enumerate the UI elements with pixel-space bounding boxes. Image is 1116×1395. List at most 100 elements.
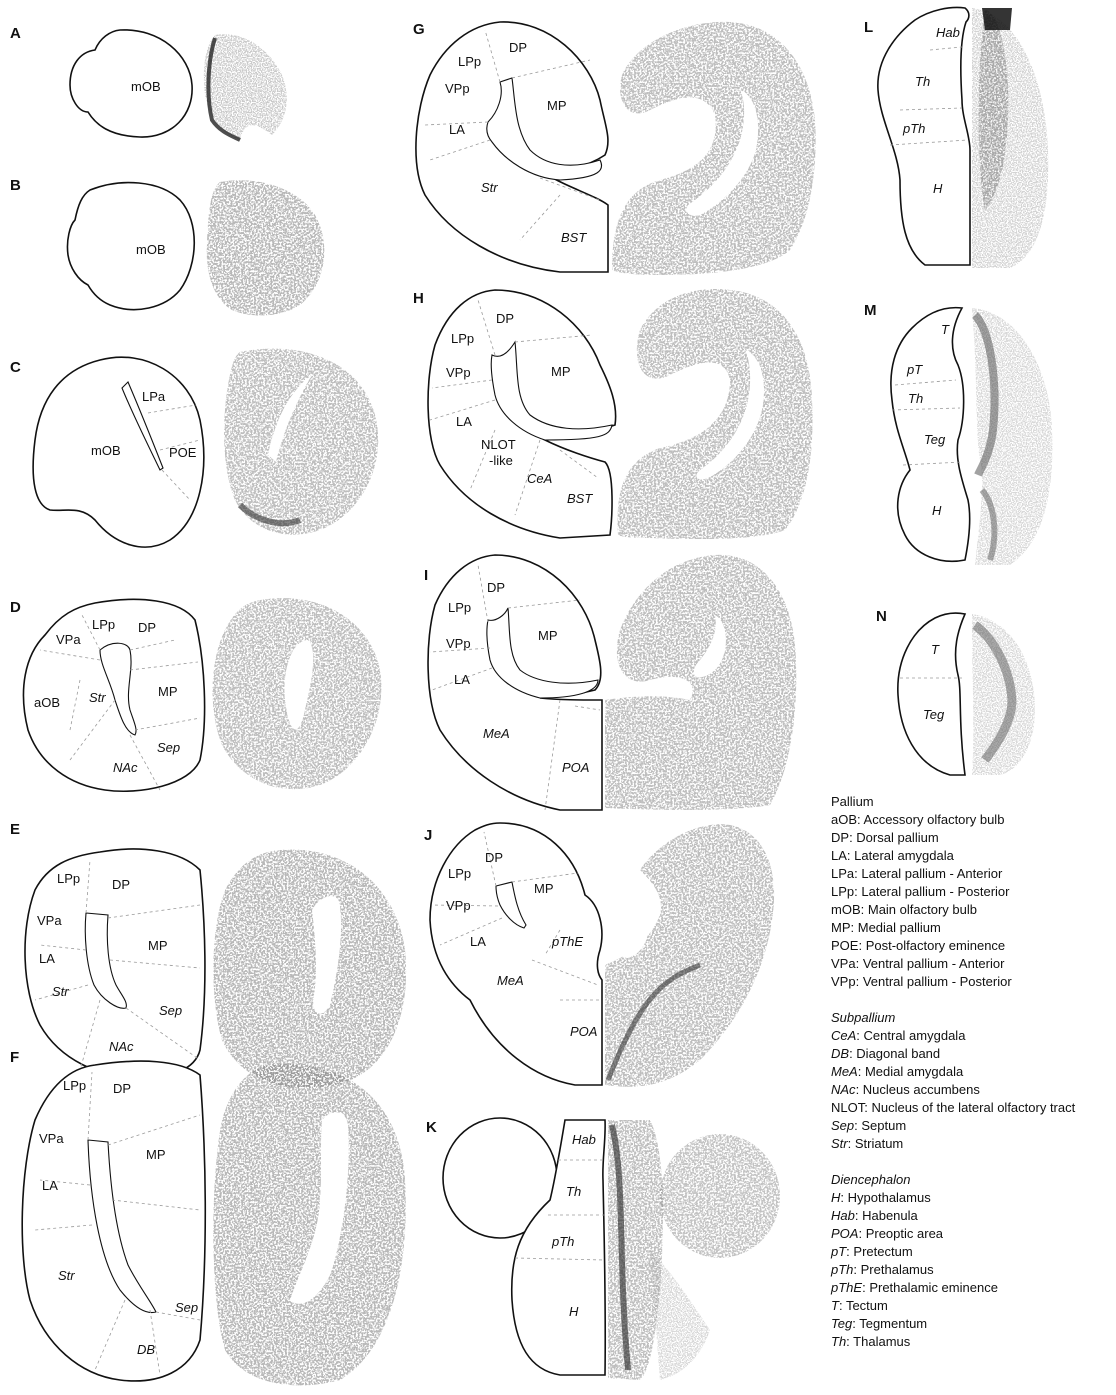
region-label: LPp <box>63 1078 86 1093</box>
panel-letter: K <box>426 1119 437 1136</box>
legend-text: Post-olfactory eminence <box>866 938 1005 953</box>
region-label: LA <box>449 122 465 137</box>
schematic-outline <box>878 8 970 266</box>
legend-separator: : <box>856 956 863 971</box>
region-label: Sep <box>175 1300 198 1315</box>
panel-letter: M <box>864 302 877 319</box>
legend-abbr: MP <box>831 920 851 935</box>
legend-text: Thalamus <box>853 1334 910 1349</box>
legend-item: MP: Medial pallium <box>831 919 1075 937</box>
region-label: Th <box>908 391 923 406</box>
region-label: Teg <box>923 707 945 722</box>
legend-abbr: aOB <box>831 812 857 827</box>
region-label: NAc <box>113 760 138 775</box>
legend-item: Teg: Tegmentum <box>831 1315 1075 1333</box>
histology-section <box>207 180 325 315</box>
legend-text: Septum <box>861 1118 906 1133</box>
region-label: DB <box>137 1342 155 1357</box>
region-label: DP <box>487 580 505 595</box>
region-label: MP <box>146 1147 166 1162</box>
region-label: VPa <box>56 632 81 647</box>
legend-separator: : <box>848 1136 855 1151</box>
legend-text: Central amygdala <box>864 1028 966 1043</box>
legend-abbr: VPa <box>831 956 856 971</box>
legend-item: NLOT: Nucleus of the lateral olfactory t… <box>831 1099 1075 1117</box>
legend-abbr: pThE <box>831 1280 862 1295</box>
legend-item: Sep: Septum <box>831 1117 1075 1135</box>
region-label: LA <box>39 951 55 966</box>
legend-separator: : <box>853 1262 860 1277</box>
region-label: LPp <box>448 866 471 881</box>
region-label: DP <box>509 40 527 55</box>
legend-abbr: CeA <box>831 1028 856 1043</box>
legend-item: POE: Post-olfactory eminence <box>831 937 1075 955</box>
region-label: Hab <box>572 1132 596 1147</box>
panel-letter: A <box>10 25 21 42</box>
region-label: VPp <box>445 81 470 96</box>
legend-abbr: LPa <box>831 866 854 881</box>
legend-separator: : <box>858 1226 865 1241</box>
legend-text: Tegmentum <box>859 1316 927 1331</box>
panel-l: L Hab Th pTh H <box>864 8 1048 269</box>
legend-heading-subpallium: Subpallium <box>831 1009 1075 1027</box>
region-label: POE <box>169 445 197 460</box>
legend-text: Lateral amygdala <box>854 848 954 863</box>
panel-letter: L <box>864 19 873 36</box>
panel-f: F LPp DP VPa LA MP Str Sep DB <box>10 1049 406 1385</box>
panel-letter: G <box>413 21 425 38</box>
legend-item: T: Tectum <box>831 1297 1075 1315</box>
legend-text: Dorsal pallium <box>856 830 938 845</box>
region-label: MP <box>547 98 567 113</box>
region-label: pT <box>906 362 923 377</box>
histology-section <box>972 308 1052 565</box>
legend-abbr: LA <box>831 848 847 863</box>
region-label: LA <box>42 1178 58 1193</box>
legend-abbr: T <box>831 1298 839 1313</box>
histology-section <box>213 1064 405 1385</box>
region-label: MP <box>551 364 571 379</box>
region-label: VPp <box>446 365 471 380</box>
region-label: MeA <box>497 973 524 988</box>
legend-text: Ventral pallium - Posterior <box>863 974 1012 989</box>
panel-d: D LPp DP VPa aOB Str MP Sep NAc <box>10 598 381 791</box>
legend-heading-diencephalon: Diencephalon <box>831 1171 1075 1189</box>
region-label: H <box>569 1304 579 1319</box>
region-label: H <box>932 503 942 518</box>
legend-separator: : <box>858 938 865 953</box>
panel-m: M T pT Th Teg H <box>864 302 1052 565</box>
region-label: Str <box>89 690 106 705</box>
legend-item: pT: Pretectum <box>831 1243 1075 1261</box>
legend-text: Striatum <box>855 1136 903 1151</box>
legend-group-pallium: aOB: Accessory olfactory bulbDP: Dorsal … <box>831 811 1075 991</box>
histology-section <box>204 34 287 140</box>
legend-item: NAc: Nucleus accumbens <box>831 1081 1075 1099</box>
legend-text: Habenula <box>862 1208 918 1223</box>
region-label: MP <box>158 684 178 699</box>
panel-c: C LPa mOB POE <box>10 349 378 547</box>
region-label: MP <box>538 628 558 643</box>
legend-separator: : <box>856 1082 863 1097</box>
region-label: -like <box>489 453 513 468</box>
panel-letter: E <box>10 821 20 838</box>
legend-abbr: VPp <box>831 974 856 989</box>
region-label: LPp <box>451 331 474 346</box>
legend-text: Medial amygdala <box>865 1064 963 1079</box>
legend-item: DP: Dorsal pallium <box>831 829 1075 847</box>
region-label: H <box>933 181 943 196</box>
legend-text: Prethalamus <box>861 1262 934 1277</box>
schematic-outline <box>67 183 194 310</box>
region-label: aOB <box>34 695 60 710</box>
region-label: Sep <box>159 1003 182 1018</box>
panel-g: G LPp DP VPp MP LA Str BST <box>413 21 816 275</box>
legend-item: pTh: Prethalamus <box>831 1261 1075 1279</box>
panel-e: E LPp DP VPa LA Str MP Sep NAc <box>10 821 406 1088</box>
legend-item: POA: Preoptic area <box>831 1225 1075 1243</box>
legend-abbr: mOB <box>831 902 861 917</box>
legend-text: Hypothalamus <box>848 1190 931 1205</box>
legend-text: Pretectum <box>853 1244 912 1259</box>
region-label: Th <box>566 1184 581 1199</box>
region-label: Th <box>915 74 930 89</box>
panel-letter: D <box>10 599 21 616</box>
panel-letter: I <box>424 567 428 584</box>
region-label: mOB <box>91 443 121 458</box>
